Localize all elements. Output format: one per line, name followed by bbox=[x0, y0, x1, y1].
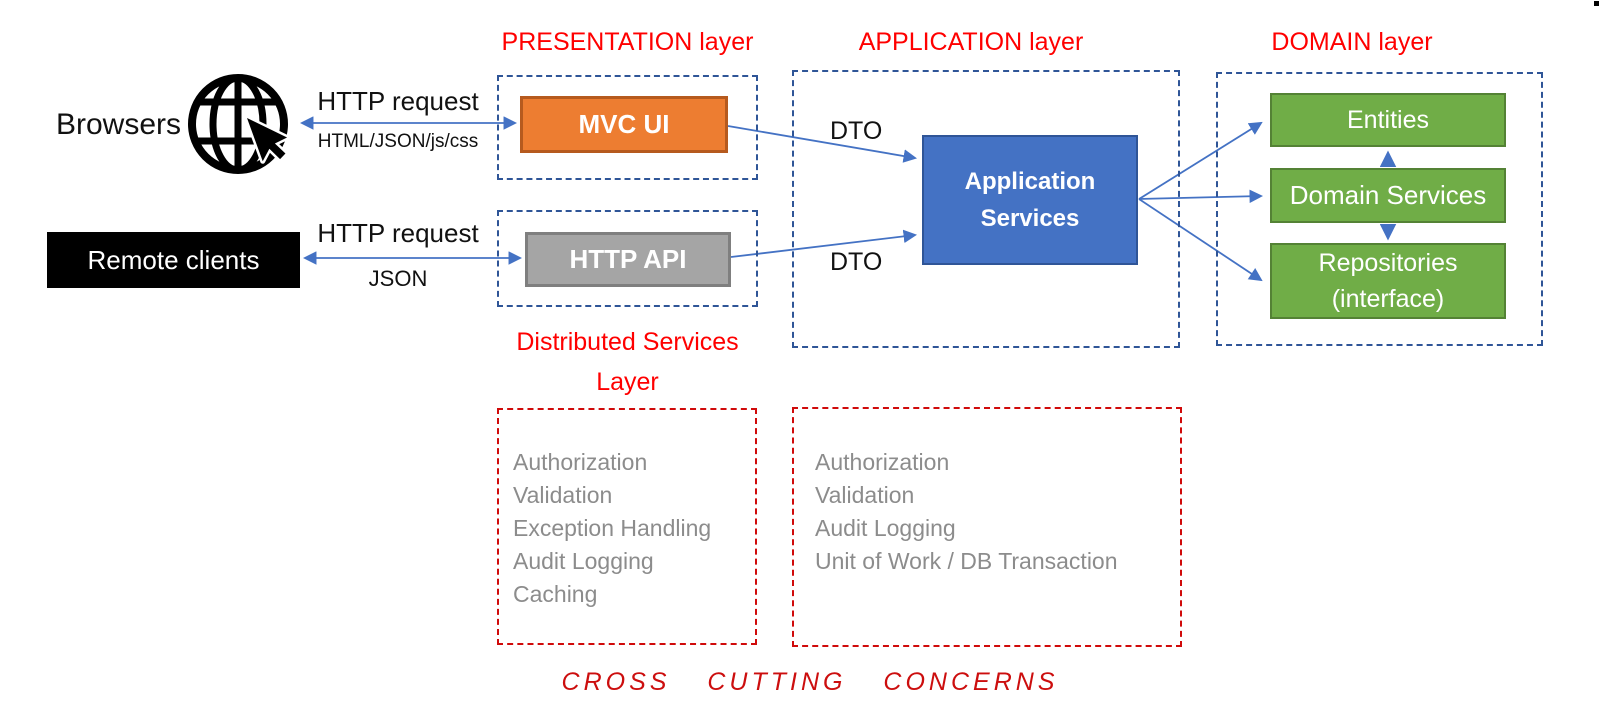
application-services-label-line2: Services bbox=[980, 205, 1080, 232]
http-api-box: HTTP API bbox=[525, 232, 731, 287]
dto-top-label: DTO bbox=[830, 117, 883, 145]
distributed-concerns-frame bbox=[497, 408, 757, 645]
mvc-ui-box: MVC UI bbox=[520, 96, 728, 153]
concern-item: Audit Logging bbox=[513, 548, 654, 574]
repositories-label-line1: Repositories bbox=[1318, 249, 1458, 277]
domain-services-box: Domain Services bbox=[1270, 168, 1506, 223]
repositories-box: Repositories (interface) bbox=[1270, 243, 1506, 319]
globe-cursor-icon bbox=[188, 74, 290, 174]
remote-payload-label: JSON bbox=[368, 266, 428, 291]
application-concerns-list: Authorization Validation Audit Logging U… bbox=[815, 446, 1118, 578]
concern-item: Validation bbox=[815, 482, 915, 508]
concern-item: Caching bbox=[513, 581, 598, 607]
distributed-services-title-line1: Distributed Services bbox=[516, 328, 739, 356]
dto-bottom-label: DTO bbox=[830, 248, 883, 276]
domain-layer-frame bbox=[1216, 72, 1543, 346]
remote-clients-label: Remote clients bbox=[87, 244, 260, 275]
repositories-label-line2: (interface) bbox=[1331, 285, 1445, 313]
concern-item: Authorization bbox=[513, 449, 648, 475]
browser-request-label: HTTP request bbox=[317, 86, 479, 116]
application-services-label-line1: Application bbox=[964, 168, 1096, 195]
browsers-label: Browsers bbox=[56, 108, 182, 141]
entities-label: Entities bbox=[1347, 105, 1429, 134]
browser-payload-label: HTML/JSON/js/css bbox=[317, 131, 479, 152]
presentation-layer-title: PRESENTATION layer bbox=[501, 28, 754, 56]
concern-item: Authorization bbox=[815, 449, 950, 475]
cross-cutting-footer: CROSS CUTTING CONCERNS bbox=[561, 668, 1059, 696]
concern-item: Unit of Work / DB Transaction bbox=[815, 548, 1118, 574]
remote-request-label: HTTP request bbox=[317, 218, 479, 248]
domain-services-label: Domain Services bbox=[1289, 180, 1487, 210]
application-layer-title: APPLICATION layer bbox=[858, 28, 1084, 56]
remote-clients-box: Remote clients bbox=[47, 232, 300, 288]
presentation-layer-frame bbox=[497, 75, 758, 180]
concern-item: Exception Handling bbox=[513, 515, 712, 541]
application-layer-frame bbox=[792, 70, 1180, 348]
distributed-concerns-list: Authorization Validation Exception Handl… bbox=[513, 446, 711, 611]
distributed-services-frame bbox=[497, 210, 758, 307]
http-api-label: HTTP API bbox=[569, 244, 687, 274]
mvc-ui-label: MVC UI bbox=[578, 109, 670, 139]
distributed-services-title-line2: Layer bbox=[596, 368, 659, 396]
corner-artifact-dot bbox=[1594, 1, 1599, 6]
domain-layer-title: DOMAIN layer bbox=[1271, 28, 1433, 56]
concern-item: Validation bbox=[513, 482, 613, 508]
distributed-services-title: Distributed Services Layer bbox=[497, 322, 758, 402]
application-services-box: Application Services bbox=[922, 135, 1138, 265]
concern-item: Audit Logging bbox=[815, 515, 956, 541]
entities-box: Entities bbox=[1270, 93, 1506, 147]
application-concerns-frame bbox=[792, 407, 1182, 647]
